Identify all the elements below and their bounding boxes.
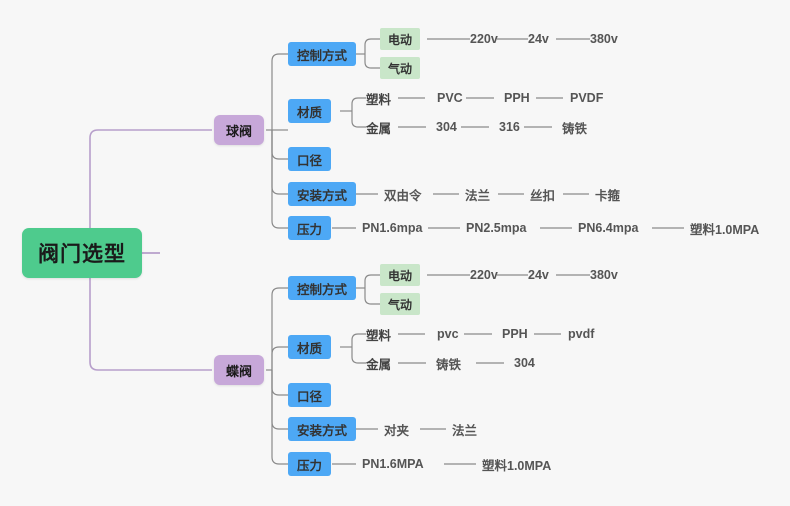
leaf-install-2-butterfly[interactable]: 法兰 <box>452 423 478 438</box>
drive-node-electric-butterfly[interactable]: 电动 <box>380 264 421 286</box>
leaf-material-plastic-2-butterfly[interactable]: PPH <box>502 327 528 341</box>
link-bfv-material-metal <box>351 347 366 364</box>
group-label-plastic-ball[interactable]: 塑料 <box>366 92 392 107</box>
group-label-plastic-butterfly[interactable]: 塑料 <box>366 328 392 343</box>
leaf-material-plastic-3-butterfly[interactable]: pvdf <box>568 327 595 341</box>
leaf-install-2-ball[interactable]: 法兰 <box>465 188 491 203</box>
leaf-voltage-24v-ball[interactable]: 24v <box>528 32 549 46</box>
link-bv-control-pneumatic <box>364 54 380 69</box>
link-bv-material-plastic <box>351 97 366 111</box>
leaf-install-1-ball[interactable]: 双由令 <box>384 188 422 203</box>
link-bv-material-metal <box>351 111 366 128</box>
leaf-material-metal-2-ball[interactable]: 316 <box>499 120 520 134</box>
drive-node-pneumatic-ball[interactable]: 气动 <box>380 57 421 79</box>
link-bfv-material-plastic <box>351 333 366 347</box>
attr-node-installation-butterfly[interactable]: 安装方式 <box>288 417 357 441</box>
leaf-install-4-ball[interactable]: 卡箍 <box>595 188 621 203</box>
link-bfv-material <box>271 346 288 370</box>
attr-node-control-method-butterfly[interactable]: 控制方式 <box>288 276 357 300</box>
leaf-pressure-2-ball[interactable]: PN2.5mpa <box>466 221 527 235</box>
link-ballvalve-control <box>271 53 288 130</box>
leaf-material-metal-3-ball[interactable]: 铸铁 <box>562 121 588 136</box>
link-bfv-control-pneumatic <box>364 288 380 305</box>
link-bfv-diameter <box>271 370 288 396</box>
leaf-install-3-ball[interactable]: 丝扣 <box>530 188 556 203</box>
leaf-material-plastic-3-ball[interactable]: PVDF <box>570 91 604 105</box>
leaf-install-1-butterfly[interactable]: 对夹 <box>384 423 410 438</box>
leaf-pressure-3-ball[interactable]: PN6.4mpa <box>578 221 639 235</box>
branch-node-butterfly-valve[interactable]: 蝶阀 <box>214 355 265 385</box>
leaf-material-metal-1-ball[interactable]: 304 <box>436 120 457 134</box>
drive-node-pneumatic-butterfly[interactable]: 气动 <box>380 293 421 315</box>
leaf-pressure-2-butterfly[interactable]: 塑料1.0MPA <box>482 458 552 473</box>
leaf-voltage-380v-ball[interactable]: 380v <box>590 32 618 46</box>
leaf-pressure-1-ball[interactable]: PN1.6mpa <box>362 221 423 235</box>
link-bfv-pressure <box>271 370 288 465</box>
leaf-material-plastic-1-ball[interactable]: PVC <box>437 91 463 105</box>
link-bv-control-electric <box>364 38 380 54</box>
leaf-material-metal-2-butterfly[interactable]: 304 <box>514 356 535 370</box>
leaf-voltage-24v-butterfly[interactable]: 24v <box>528 268 549 282</box>
attr-node-installation-ball[interactable]: 安装方式 <box>288 182 357 206</box>
link-ballvalve-pressure <box>271 130 288 229</box>
leaf-material-metal-1-butterfly[interactable]: 铸铁 <box>436 357 462 372</box>
link-bfv-control <box>271 287 288 370</box>
attr-node-material-butterfly[interactable]: 材质 <box>288 335 332 359</box>
attr-node-diameter-ball[interactable]: 口径 <box>288 147 332 171</box>
link-ballvalve-install <box>271 130 288 195</box>
attr-node-control-method-ball[interactable]: 控制方式 <box>288 42 357 66</box>
drive-node-electric-ball[interactable]: 电动 <box>380 28 421 50</box>
leaf-pressure-4-ball[interactable]: 塑料1.0MPA <box>690 222 760 237</box>
group-label-metal-butterfly[interactable]: 金属 <box>366 357 392 372</box>
attr-node-pressure-butterfly[interactable]: 压力 <box>288 452 332 476</box>
leaf-voltage-220v-butterfly[interactable]: 220v <box>470 268 498 282</box>
branch-node-ball-valve[interactable]: 球阀 <box>214 115 265 145</box>
leaf-voltage-380v-butterfly[interactable]: 380v <box>590 268 618 282</box>
leaf-material-plastic-2-ball[interactable]: PPH <box>504 91 530 105</box>
link-bfv-install <box>271 370 288 430</box>
link-bfv-control-electric <box>364 274 380 288</box>
leaf-voltage-220v-ball[interactable]: 220v <box>470 32 498 46</box>
link-ballvalve-diameter <box>271 130 288 160</box>
attr-node-pressure-ball[interactable]: 压力 <box>288 216 332 240</box>
attr-node-material-ball[interactable]: 材质 <box>288 99 332 123</box>
group-label-metal-ball[interactable]: 金属 <box>366 121 392 136</box>
attr-node-diameter-butterfly[interactable]: 口径 <box>288 383 332 407</box>
leaf-material-plastic-1-butterfly[interactable]: pvc <box>437 327 459 341</box>
root-node[interactable]: 阀门选型 <box>22 228 142 278</box>
leaf-pressure-1-butterfly[interactable]: PN1.6MPA <box>362 457 424 471</box>
